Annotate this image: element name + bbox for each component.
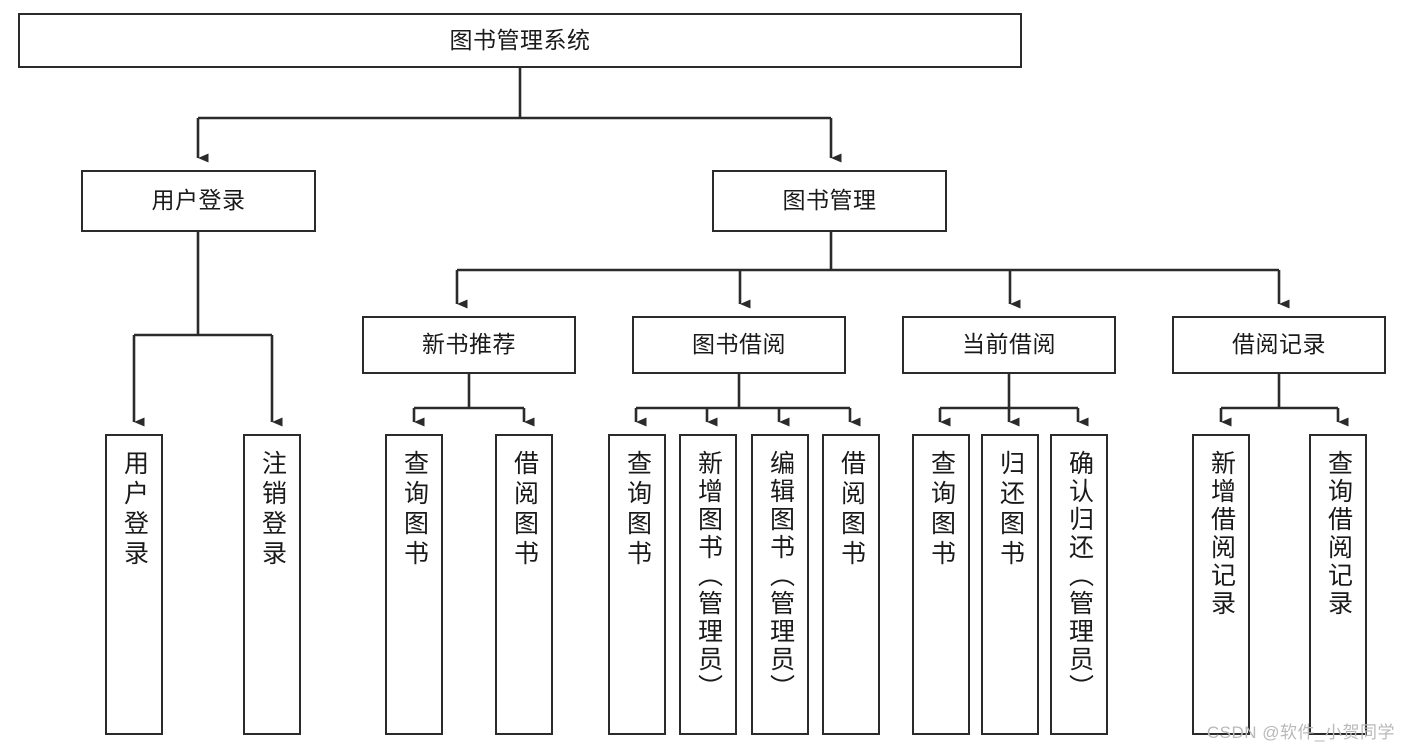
node-label: 借阅图书 [510,450,539,570]
node-label: 用户登录 [151,187,246,214]
node-label: 查询图书 [400,450,429,570]
node-book-borrow[interactable]: 图书借阅 [632,316,846,374]
node-label: 图书借阅 [692,331,786,358]
node-label: 用户登录 [120,450,149,570]
leaf-record-query-borrow-record[interactable]: 查询借阅记录 [1309,434,1367,735]
node-user-login[interactable]: 用户登录 [81,170,316,232]
node-label: 注销登录 [258,450,287,570]
leaf-borrow-borrow-book[interactable]: 借阅图书 [822,434,880,735]
leaf-current-confirm-return-admin[interactable]: 确认归还（管理员） [1050,434,1108,735]
node-label: 借阅图书 [837,450,866,570]
csdn-watermark: CSDN @软件_小贺同学 [1206,723,1395,742]
node-label: 图书管理 [782,187,877,214]
node-label: 确认归还（管理员） [1065,450,1094,702]
leaf-current-query-book[interactable]: 查询图书 [912,434,970,735]
node-new-book-recommend[interactable]: 新书推荐 [362,316,576,374]
leaf-borrow-edit-book-admin[interactable]: 编辑图书（管理员） [751,434,809,735]
leaf-newbook-query-book[interactable]: 查询图书 [385,434,443,735]
leaf-borrow-add-book-admin[interactable]: 新增图书（管理员） [679,434,737,735]
node-label: 新增借阅记录 [1207,450,1236,618]
leaf-current-return-book[interactable]: 归还图书 [981,434,1039,735]
leaf-newbook-borrow-book[interactable]: 借阅图书 [495,434,553,735]
node-root-system[interactable]: 图书管理系统 [18,13,1022,68]
leaf-user-login[interactable]: 用户登录 [105,434,163,735]
node-label: 归还图书 [996,450,1025,570]
node-label: 图书管理系统 [449,26,591,53]
node-label: 编辑图书（管理员） [766,450,795,702]
leaf-record-add-borrow-record[interactable]: 新增借阅记录 [1192,434,1250,735]
node-label: 新书推荐 [422,331,516,358]
leaf-borrow-query-book[interactable]: 查询图书 [608,434,666,735]
node-label: 新增图书（管理员） [694,450,723,702]
node-label: 查询借阅记录 [1324,450,1353,618]
node-label: 借阅记录 [1232,331,1326,358]
node-book-management[interactable]: 图书管理 [712,170,947,232]
node-label: 查询图书 [927,450,956,570]
node-label: 查询图书 [623,450,652,570]
node-current-borrow[interactable]: 当前借阅 [902,316,1116,374]
leaf-user-logout[interactable]: 注销登录 [243,434,301,735]
node-borrow-record[interactable]: 借阅记录 [1172,316,1386,374]
node-label: 当前借阅 [962,331,1056,358]
